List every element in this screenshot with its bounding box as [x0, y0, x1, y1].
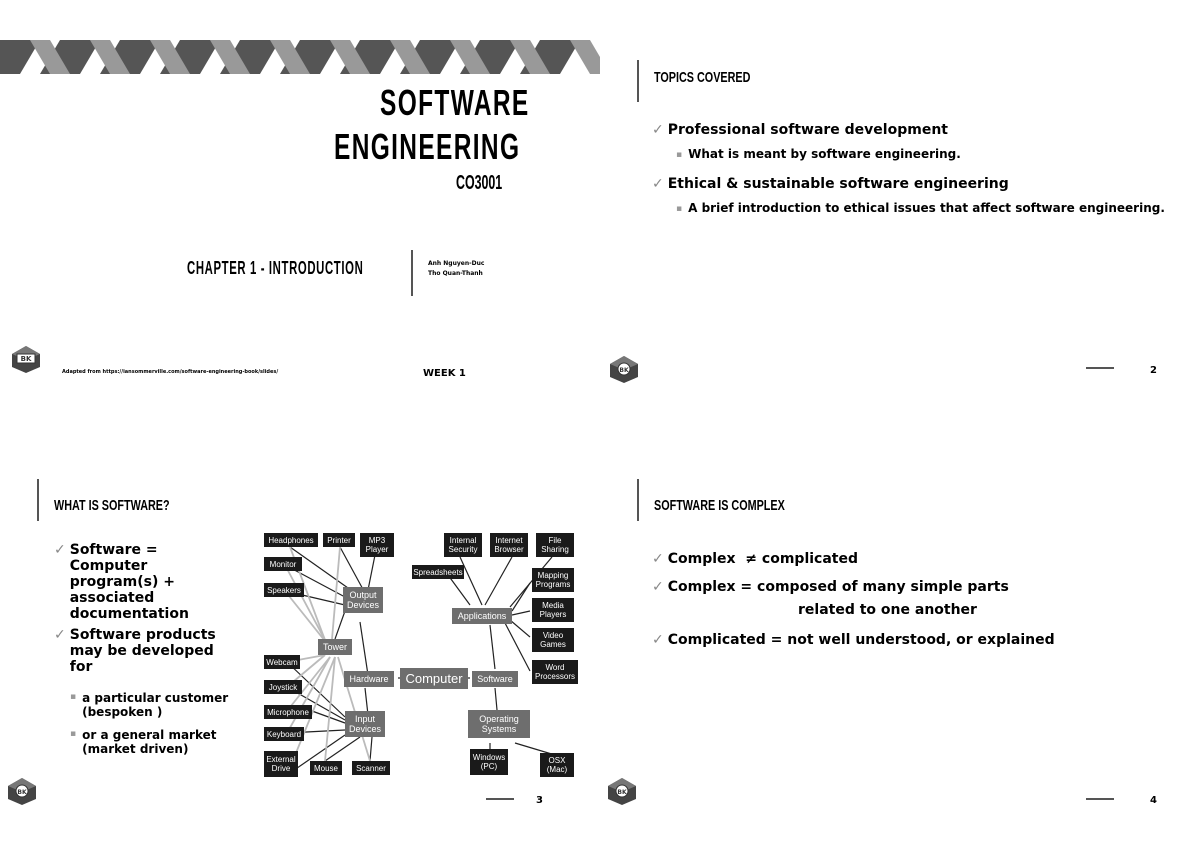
bk-logo-icon: BK: [608, 778, 636, 805]
node-operating-systems: Operating Systems: [468, 710, 530, 738]
topic-bullet-1: ✓ Professional software development: [652, 122, 948, 138]
node-external-drive: External Drive: [264, 751, 298, 777]
node-speakers: Speakers: [264, 583, 304, 597]
node-microphone: Microphone: [264, 705, 312, 719]
course-code: CO3001: [456, 172, 503, 194]
complex-line-2: ✓ Complex = composed of many simple part…: [652, 579, 1009, 595]
complex-line-3: ✓ Complicated = not well understood, or …: [652, 632, 1055, 648]
node-headphones: Headphones: [264, 533, 318, 547]
page-number: 3: [536, 795, 543, 806]
adapted-from-note: Adapted from https://iansommerville.com/…: [62, 369, 279, 375]
footer-note: [486, 798, 514, 800]
topic-1-text: Professional software development: [667, 122, 948, 138]
node-printer: Printer: [323, 533, 355, 547]
slide-2-title: TOPICS COVERED: [654, 69, 751, 86]
chapter-divider: [411, 250, 413, 296]
market-sub-bullet: ▪or a general market (market driven): [70, 728, 217, 756]
slide-3-title: WHAT IS SOFTWARE?: [54, 497, 170, 514]
title-accent-bar: [637, 479, 639, 521]
node-internal-security: Internal Security: [444, 533, 482, 557]
node-internet-browser: Internet Browser: [490, 533, 528, 557]
node-output-devices: Output Devices: [343, 587, 383, 613]
node-input-devices: Input Devices: [345, 711, 385, 737]
page-number: 4: [1150, 795, 1157, 806]
decorative-zigzag-banner: [0, 40, 600, 74]
node-windows-pc: Windows (PC): [470, 749, 508, 775]
svg-text:BK: BK: [619, 367, 629, 374]
checkmark-icon: ✓: [652, 632, 664, 648]
topic-bullet-2: ✓ Ethical & sustainable software enginee…: [652, 176, 1009, 192]
node-keyboard: Keyboard: [264, 727, 304, 741]
footer-note: [1086, 798, 1114, 800]
page-number: 2: [1150, 365, 1157, 376]
checkmark-icon: ✓: [652, 122, 664, 138]
footer-note: [1086, 367, 1114, 369]
week-label: WEEK 1: [423, 368, 466, 379]
slide-2: TOPICS COVERED ✓ Professional software d…: [600, 0, 1200, 424]
diagram-connectors: [284, 546, 556, 776]
svg-text:BK: BK: [21, 355, 32, 363]
topic-1-sub: ▪What is meant by software engineering.: [676, 147, 961, 161]
computer-diagram: Headphones Printer MP3 Player Monitor Sp…: [0, 425, 600, 849]
square-bullet-icon: ▪: [676, 150, 683, 160]
checkmark-icon: ✓: [54, 627, 66, 643]
node-tower: Tower: [318, 639, 352, 655]
slide-title-line2: ENGINEERING: [334, 126, 521, 167]
topic-2-sub: ▪A brief introduction to ethical issues …: [676, 201, 1165, 215]
node-mapping-programs: Mapping Programs: [532, 568, 574, 592]
complex-line-1: ✓ Complex ≠ complicated: [652, 551, 858, 567]
customer-sub-bullet: ▪a particular customer (bespoken ): [70, 691, 229, 719]
software-definition-bullet: ✓ Software = Computer program(s) + assoc…: [54, 542, 189, 622]
bk-logo-icon: BK: [12, 346, 40, 373]
author-2: Tho Quan-Thanh: [428, 270, 483, 277]
chapter-title: CHAPTER 1 - INTRODUCTION: [187, 258, 364, 278]
author-1: Anh Nguyen-Duc: [428, 260, 485, 267]
node-osx-mac: OSX (Mac): [540, 753, 574, 777]
slide-4-title: SOFTWARE IS COMPLEX: [654, 497, 785, 514]
node-scanner: Scanner: [352, 761, 390, 775]
node-joystick: Joystick: [264, 680, 302, 694]
slide-title-line1: SOFTWARE: [380, 82, 530, 123]
complex-line-2-continued: related to one another: [798, 602, 977, 618]
slide-4: SOFTWARE IS COMPLEX ✓ Complex ≠ complica…: [600, 425, 1200, 849]
node-file-sharing: File Sharing: [536, 533, 574, 557]
slide-1: SOFTWARE ENGINEERING CO3001 CHAPTER 1 - …: [0, 0, 600, 424]
node-computer: Computer: [400, 668, 468, 689]
node-webcam: Webcam: [264, 655, 300, 669]
node-hardware: Hardware: [344, 671, 394, 687]
node-video-games: Video Games: [532, 628, 574, 652]
slide-3: WHAT IS SOFTWARE? ✓ Software = Computer …: [0, 425, 600, 849]
node-spreadsheets: Spreadsheets: [412, 565, 464, 579]
node-applications: Applications: [452, 608, 512, 624]
title-accent-bar: [637, 60, 639, 102]
checkmark-icon: ✓: [54, 542, 66, 558]
node-word-processors: Word Processors: [532, 660, 578, 684]
svg-text:BK: BK: [617, 789, 627, 796]
bk-logo-icon: BK: [610, 356, 638, 383]
node-monitor: Monitor: [264, 557, 302, 571]
checkmark-icon: ✓: [652, 551, 664, 567]
node-mouse: Mouse: [310, 761, 342, 775]
node-mp3-player: MP3 Player: [360, 533, 394, 557]
checkmark-icon: ✓: [652, 579, 664, 595]
node-media-players: Media Players: [532, 598, 574, 622]
title-accent-bar: [37, 479, 39, 521]
topic-2-text: Ethical & sustainable software engineeri…: [667, 176, 1009, 192]
square-bullet-icon: ▪: [676, 204, 683, 214]
software-products-bullet: ✓ Software products may be developed for: [54, 627, 216, 675]
checkmark-icon: ✓: [652, 176, 664, 192]
node-software: Software: [472, 671, 518, 687]
svg-text:BK: BK: [17, 789, 27, 796]
bk-logo-icon: BK: [8, 778, 36, 805]
